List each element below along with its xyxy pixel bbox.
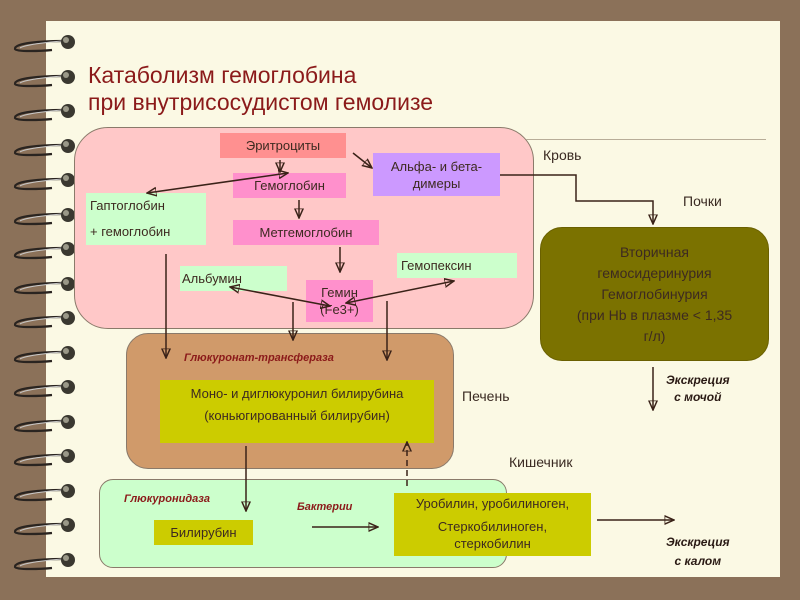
conj-line-1: Моно- и диглюкуронил билирубина xyxy=(190,386,404,401)
spiral-ring-icon xyxy=(13,104,75,122)
spiral-ring-icon xyxy=(13,173,75,191)
node-bilirubin-label: Билирубин xyxy=(170,525,237,540)
enzyme-glucuronate-transferase: Глюкуронат-трансфераза xyxy=(184,352,334,364)
node-alpha-beta-dimers: Альфа- и бета- димеры xyxy=(373,153,500,196)
node-albumin-label: Альбумин xyxy=(182,271,242,286)
arrow-dimers-to-kidney xyxy=(500,174,653,224)
node-hemopexin: Гемопексин xyxy=(397,253,517,278)
spiral-ring-icon xyxy=(13,380,75,398)
spiral-ring-icon xyxy=(13,311,75,329)
node-erythrocytes-label: Эритроциты xyxy=(245,138,321,153)
enzyme-glucuronidase: Глюкуронидаза xyxy=(124,493,210,505)
arrow-hemopexin-hemin xyxy=(346,281,454,303)
uro-line-1: Уробилин, уробилиноген, xyxy=(415,496,570,511)
kidney-line-5: г/л) xyxy=(643,327,666,344)
arrow-albumin-hemin xyxy=(230,287,330,306)
node-dimers-line-2: димеры xyxy=(412,175,461,191)
kidney-line-1: Вторичная xyxy=(620,243,689,260)
node-dimers-line-1: Альфа- и бета- xyxy=(390,158,483,174)
arrow-haptoglobin-hemoglobin xyxy=(147,173,288,193)
node-haptoglobin-hemoglobin: Гаптоглобин + гемоглобин xyxy=(86,193,206,245)
kidney-line-2: гемосидеринурия xyxy=(597,264,712,281)
title-line-1: Катаболизм гемоглобина xyxy=(88,62,357,88)
excretion-feces-line-1: Экскреция xyxy=(666,535,730,549)
excretion-urine-label: Экскреция с мочой xyxy=(666,372,730,406)
node-haptoglobin-line-2: + гемоглобин xyxy=(90,224,171,239)
excretion-urine-line-1: Экскреция xyxy=(666,373,730,387)
node-conjugated-bilirubin: Моно- и диглюкуронил билирубина (коньюги… xyxy=(160,380,434,443)
arrow-erythrocytes-to-dimers xyxy=(352,152,372,168)
page-title: Катаболизм гемоглобина при внутрисосудис… xyxy=(88,62,433,116)
spiral-ring-icon xyxy=(13,414,75,432)
spiral-ring-icon xyxy=(13,207,75,225)
spiral-ring-icon xyxy=(13,35,75,53)
uro-line-2: Стеркобилиноген, xyxy=(437,519,548,534)
spiral-ring-icon xyxy=(13,138,75,156)
excretion-feces-line-2: с калом xyxy=(674,554,722,568)
zone-label-liver: Печень xyxy=(462,388,510,404)
kidney-line-3: Гемоглобинурия xyxy=(601,285,708,302)
spiral-ring-icon xyxy=(13,242,75,260)
excretion-feces-label: Экскреция с калом xyxy=(666,533,730,571)
title-line-2: при внутрисосудистом гемолизе xyxy=(88,89,434,115)
kidney-line-4: (при Hb в плазме < 1,35 xyxy=(576,306,733,323)
node-methemoglobin: Метгемоглобин xyxy=(233,220,379,245)
node-haptoglobin-line-1: Гаптоглобин xyxy=(90,198,165,213)
spiral-ring-icon xyxy=(13,345,75,363)
blood-divider-line xyxy=(526,139,766,140)
zone-label-intestine: Кишечник xyxy=(509,454,573,470)
node-erythrocytes: Эритроциты xyxy=(220,133,346,158)
zone-label-kidneys: Почки xyxy=(683,193,722,209)
spiral-ring-icon xyxy=(13,69,75,87)
node-hemopexin-label: Гемопексин xyxy=(401,258,472,273)
enzyme-bacteria: Бактерии xyxy=(297,501,353,513)
node-urobilin-stercobilin: Уробилин, уробилиноген, Стеркобилиноген,… xyxy=(394,493,591,556)
spiral-ring-icon xyxy=(13,449,75,467)
node-methemoglobin-label: Метгемоглобин xyxy=(259,225,353,240)
spiral-ring-icon xyxy=(13,518,75,536)
spiral-ring-icon xyxy=(13,276,75,294)
spiral-ring-icon xyxy=(13,483,75,501)
uro-line-3: стеркобилин xyxy=(454,536,531,551)
excretion-urine-line-2: с мочой xyxy=(674,390,722,404)
conj-line-2: (коньюгированный билирубин) xyxy=(204,408,390,423)
node-kidney-hemoglobinuria: Вторичная гемосидеринурия Гемоглобинурия… xyxy=(540,227,769,361)
zone-label-blood: Кровь xyxy=(543,147,582,163)
node-bilirubin: Билирубин xyxy=(154,520,253,545)
spiral-ring-icon xyxy=(13,552,75,570)
